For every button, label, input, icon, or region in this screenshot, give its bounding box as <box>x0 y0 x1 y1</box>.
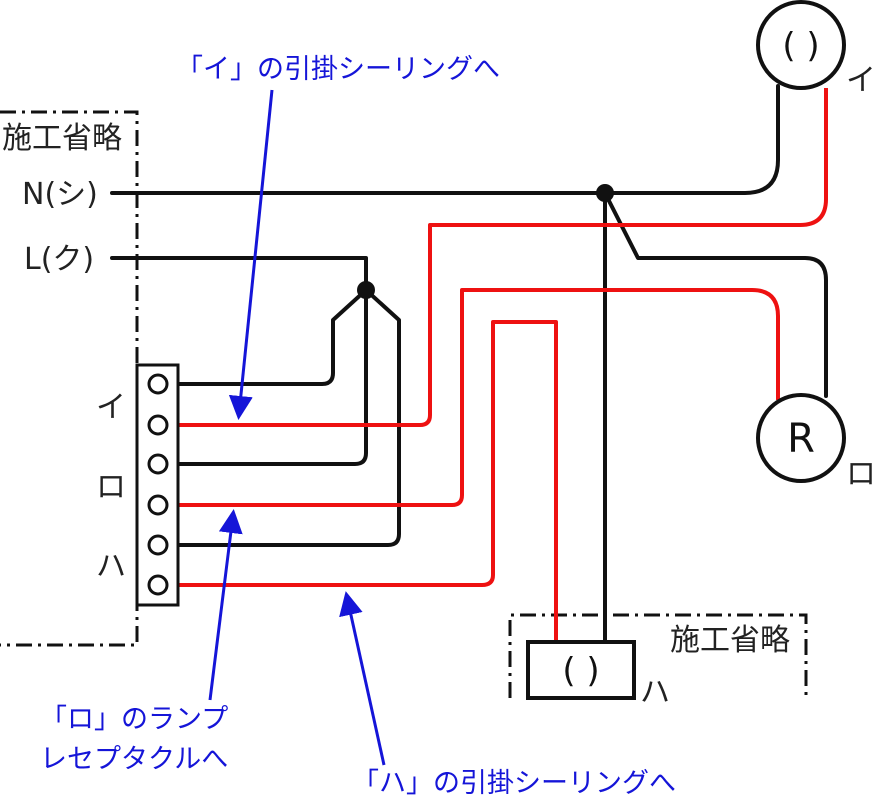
terminal-label-ha: ハ <box>96 549 126 584</box>
terminal-label-ro: ロ <box>96 470 126 505</box>
fixture-label-ro: ロ <box>846 457 876 492</box>
ceiling-bottom-symbol: ( ) <box>562 651 599 691</box>
terminal-block <box>135 363 180 607</box>
terminal-screw-icon <box>147 534 169 556</box>
wire-red-ro <box>175 288 780 507</box>
wire-neutral-main <box>110 84 780 195</box>
fixture-label-i: イ <box>846 63 876 98</box>
wire-terminal-ro <box>173 288 368 466</box>
live-label: L(ク) <box>24 242 94 277</box>
receptacle-symbol: R <box>787 416 815 462</box>
terminal-screw-icon <box>147 453 169 475</box>
wire-terminal-ha <box>173 288 401 547</box>
neutral-label: N(シ) <box>22 177 98 212</box>
arrow-to-ha <box>339 591 386 766</box>
wire-live <box>110 256 368 292</box>
omitted-label-bottom: 施工省略 <box>670 623 790 658</box>
arrow-to-ro <box>208 509 243 701</box>
lamp-receptacle-icon: R <box>756 393 846 483</box>
hook-ceiling-rect-icon: ( ) <box>526 640 636 700</box>
ceiling-top-symbol: ( ) <box>782 26 819 66</box>
wire-neutral-receptacle <box>603 191 828 398</box>
wire-terminal-i <box>173 288 368 386</box>
omitted-label-left: 施工省略 <box>2 121 122 156</box>
annotation-to-ha: 「ハ」の引掛シーリングへ <box>352 768 676 799</box>
omitted-box-bottom <box>508 613 808 698</box>
annotation-to-ro-line2: レセプタクルへ <box>40 744 228 775</box>
terminal-label-i: イ <box>96 390 126 425</box>
junction-dot-neutral <box>596 184 614 202</box>
wire-red-ha <box>175 320 558 642</box>
terminal-screw-icon <box>147 494 169 516</box>
junction-dot-live <box>357 281 375 299</box>
terminal-screw-icon <box>147 414 169 436</box>
terminal-screw-icon <box>147 574 169 596</box>
terminal-screw-icon <box>147 373 169 395</box>
arrow-to-i <box>228 89 274 420</box>
annotation-to-ro-line1: 「ロ」のランプ <box>40 704 228 735</box>
annotation-to-i: 「イ」の引掛シーリングへ <box>176 54 500 85</box>
hook-ceiling-icon: ( ) <box>756 0 846 90</box>
wire-red-i <box>175 88 828 427</box>
fixture-label-ha: ハ <box>640 675 670 710</box>
